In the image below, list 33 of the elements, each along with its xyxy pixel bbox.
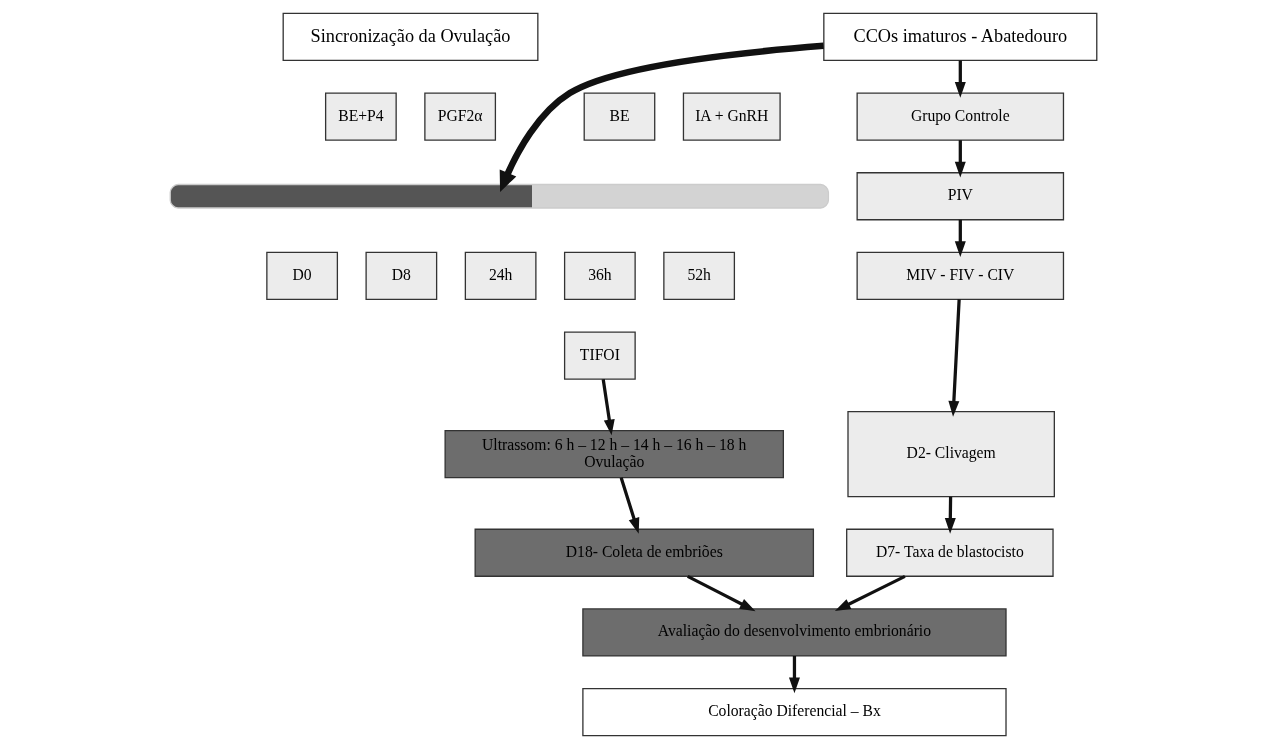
node-box: Ultrassom: 6 h – 12 h – 14 h – 16 h – 18 h Ovulação [444,430,784,479]
node-box: D0 [266,251,339,301]
node-box: 52h [663,251,736,301]
node-box: PIV [856,172,1065,221]
arrow [948,299,961,417]
node-box: Grupo Controle [856,92,1065,141]
node-box: Sincronização da Ovulação [282,12,539,62]
arrow [601,378,615,436]
node-box: D8 [365,251,438,301]
node-box: D2- Clivagem [847,411,1055,498]
node-box: MIV - FIV - CIV [856,251,1065,301]
node-box: D7- Taxa de blastocisto [846,528,1054,577]
node-box: Coloração Diferencial – Bx [582,687,1007,737]
node-box: CCOs imaturos - Abatedouro [823,12,1098,62]
node-bar [169,183,830,209]
arrow [788,656,800,694]
arrow [954,140,966,178]
node-box: 36h [563,251,636,301]
arrow [619,477,640,534]
arrow [686,574,756,612]
arrow [499,42,824,192]
node-box: TIFOI [563,331,636,380]
arrow [954,60,966,98]
node-box: 24h [464,251,537,301]
node-box: BE [583,92,656,141]
node-box: Avaliação do desenvolvimento embrionário [582,608,1007,657]
arrow [834,574,906,612]
node-box: D18- Coleta de embriões [474,528,815,577]
node-box: IA + GnRH [682,92,781,141]
arrow [944,496,956,534]
node-box: BE+P4 [324,92,397,141]
arrow [954,219,966,258]
node-box: PGF2α [424,92,497,141]
